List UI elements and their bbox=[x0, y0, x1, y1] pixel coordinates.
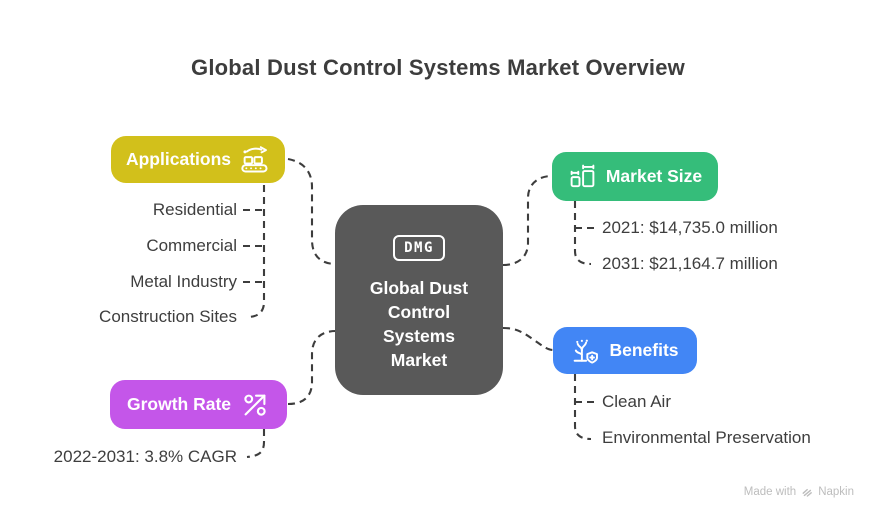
central-node: DMG Global Dust Control Systems Market bbox=[335, 205, 503, 395]
watermark-brand: Napkin bbox=[818, 486, 854, 498]
branch-label-market-size: Market Size bbox=[605, 166, 703, 186]
benefits-item-clean-air: Clean Air bbox=[602, 392, 671, 411]
branch-label-applications: Applications bbox=[125, 149, 231, 169]
applications-item-metal-industry: Metal Industry bbox=[130, 272, 237, 291]
branch-node-market-size: Market Size bbox=[552, 152, 718, 201]
market-size-item-2031: 2031: $21,164.7 million bbox=[602, 254, 778, 273]
branch-node-benefits: Benefits bbox=[553, 327, 697, 374]
connector-center-market bbox=[502, 174, 553, 267]
central-node-label: Global Dust Control Systems Market bbox=[369, 278, 469, 370]
connector-center-benefits bbox=[502, 326, 554, 352]
percent-growth-icon bbox=[240, 390, 270, 420]
rail-market-size bbox=[573, 201, 592, 266]
watermark-prefix: Made with bbox=[743, 486, 797, 498]
growth-rate-item-cagr: 2022-2031: 3.8% CAGR bbox=[53, 447, 237, 466]
watermark: Made with Napkin bbox=[744, 486, 854, 498]
page-title: Global Dust Control Systems Market Overv… bbox=[191, 55, 685, 80]
branch-node-growth-rate: Growth Rate bbox=[110, 380, 287, 429]
benefits-item-environmental-preservation: Environmental Preservation bbox=[602, 428, 811, 447]
branch-label-benefits: Benefits bbox=[609, 340, 679, 360]
connector-center-growth bbox=[287, 329, 337, 406]
applications-item-construction-sites: Construction Sites bbox=[99, 307, 237, 326]
conveyor-icon bbox=[240, 145, 270, 174]
rail-applications bbox=[246, 185, 266, 319]
size-measure-icon bbox=[568, 162, 597, 191]
tree-shield-icon bbox=[571, 336, 600, 365]
dmg-logo-badge: DMG bbox=[393, 235, 445, 261]
rail-benefits bbox=[573, 374, 592, 441]
rail-growth-rate bbox=[246, 429, 266, 459]
napkin-logo-icon bbox=[801, 486, 813, 498]
branch-node-applications: Applications bbox=[111, 136, 285, 183]
applications-item-commercial: Commercial bbox=[146, 236, 237, 255]
applications-item-residential: Residential bbox=[152, 200, 237, 219]
connector-applications-center bbox=[287, 157, 337, 266]
market-size-item-2021: 2021: $14,735.0 million bbox=[602, 218, 778, 237]
branch-label-growth-rate: Growth Rate bbox=[126, 394, 232, 414]
